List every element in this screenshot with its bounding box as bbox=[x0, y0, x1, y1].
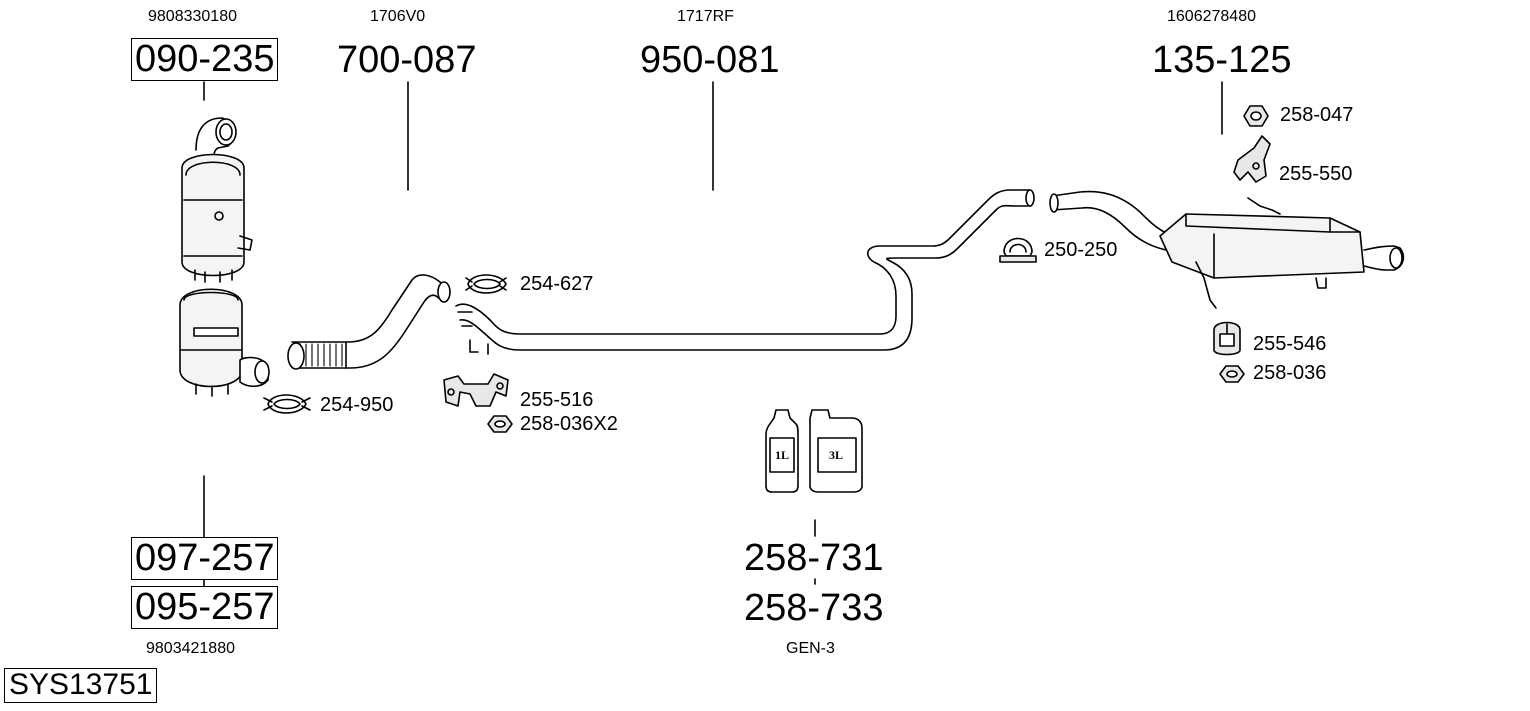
bracket-icon bbox=[443, 373, 509, 407]
oem-number-front-cat: 9808330180 bbox=[148, 8, 237, 25]
fitting-label-254-950[interactable]: 254-950 bbox=[320, 394, 394, 416]
additive-can-1l-icon bbox=[765, 409, 799, 493]
part-number-middle-pipe[interactable]: 950-081 bbox=[640, 39, 780, 81]
fitting-label-254-627[interactable]: 254-627 bbox=[520, 273, 594, 295]
nut-icon bbox=[487, 415, 513, 433]
dpf-part-icon bbox=[179, 288, 270, 397]
fitting-label-255-546[interactable]: 255-546 bbox=[1253, 333, 1327, 355]
bracket-icon bbox=[1233, 135, 1271, 183]
part-number-additive-2[interactable]: 258-733 bbox=[744, 587, 884, 629]
part-number-rear-silencer[interactable]: 135-125 bbox=[1152, 39, 1292, 81]
can-large-label: 3L bbox=[829, 448, 844, 462]
fitting-label-258-047[interactable]: 258-047 bbox=[1280, 104, 1354, 126]
rubber-hanger-icon bbox=[1213, 321, 1241, 356]
catalyst-part-icon bbox=[181, 117, 253, 283]
fitting-label-258-036[interactable]: 258-036 bbox=[1253, 362, 1327, 384]
fitting-label-258-036x2[interactable]: 258-036X2 bbox=[520, 413, 618, 435]
system-code: SYS13751 bbox=[4, 668, 158, 703]
clamp-icon bbox=[999, 237, 1037, 263]
oem-number-rear-silencer: 1606278480 bbox=[1167, 8, 1256, 25]
oem-number-middle-pipe: 1717RF bbox=[677, 8, 734, 25]
front-pipe-part-icon bbox=[287, 274, 451, 370]
fitting-label-255-550[interactable]: 255-550 bbox=[1279, 163, 1353, 185]
additive-note: GEN-3 bbox=[786, 640, 835, 657]
rear-silencer-part-icon bbox=[1049, 190, 1405, 309]
fitting-label-255-516[interactable]: 255-516 bbox=[520, 389, 594, 411]
nut-icon bbox=[1219, 365, 1245, 383]
part-number-front-pipe[interactable]: 700-087 bbox=[337, 39, 477, 81]
oem-number-dpf: 9803421880 bbox=[146, 640, 235, 657]
can-small-label: 1L bbox=[775, 448, 790, 462]
clamp-icon bbox=[263, 394, 311, 414]
additive-can-3l-icon bbox=[809, 409, 863, 493]
oem-number-front-pipe: 1706V0 bbox=[370, 8, 426, 25]
part-number-dpf-alternate[interactable]: 095-257 bbox=[131, 586, 279, 629]
fitting-label-250-250[interactable]: 250-250 bbox=[1044, 239, 1118, 261]
part-number-front-cat[interactable]: 090-235 bbox=[131, 38, 279, 81]
middle-pipe-part-icon bbox=[455, 189, 1035, 355]
clamp-icon bbox=[465, 274, 507, 294]
part-number-dpf-primary[interactable]: 097-257 bbox=[131, 537, 279, 580]
nut-icon bbox=[1243, 105, 1269, 127]
part-number-additive-1[interactable]: 258-731 bbox=[744, 537, 884, 579]
